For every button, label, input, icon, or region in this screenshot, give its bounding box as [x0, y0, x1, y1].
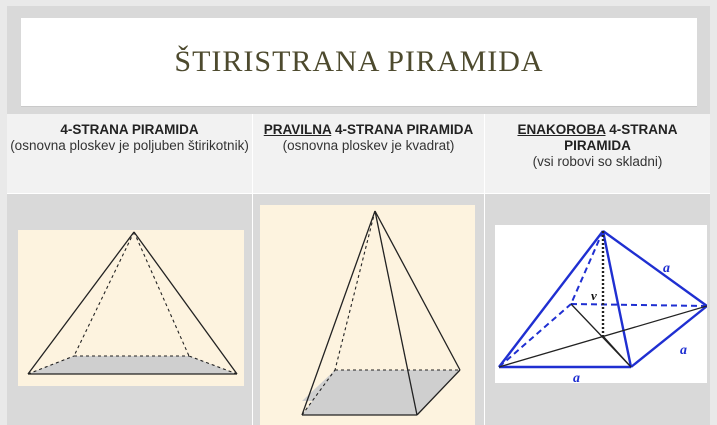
height-label: v [591, 288, 597, 303]
column-header-general: 4-STRANA PIRAMIDA (osnovna ploskev je po… [7, 114, 252, 194]
column-regular-pyramid: PRAVILNA 4-STRANA PIRAMIDA (osnovna plos… [253, 114, 485, 425]
comparison-table: 4-STRANA PIRAMIDA (osnovna ploskev je po… [7, 114, 710, 425]
general-pyramid-figure [18, 230, 244, 386]
column-general-pyramid: 4-STRANA PIRAMIDA (osnovna ploskev je po… [7, 114, 253, 425]
header-keyword: ENAKOROBA [517, 122, 606, 137]
edge-label-right: a [680, 343, 687, 358]
edge-label-bottom: a [573, 371, 580, 383]
title-box: ŠTIRISTRANA PIRAMIDA [21, 18, 697, 107]
column-equilateral-pyramid: ENAKOROBA 4-STRANA PIRAMIDA (vsi robovi … [485, 114, 710, 425]
column-header-regular: PRAVILNA 4-STRANA PIRAMIDA (osnovna plos… [253, 114, 484, 194]
header-subtitle: (osnovna ploskev je kvadrat) [282, 138, 455, 153]
header-rest: 4-STRANA PIRAMIDA [564, 122, 678, 153]
header-subtitle: (osnovna ploskev je poljuben štirikotnik… [10, 138, 249, 153]
regular-pyramid-figure [260, 205, 475, 425]
slide-title: ŠTIRISTRANA PIRAMIDA [174, 45, 544, 78]
column-header-equilateral: ENAKOROBA 4-STRANA PIRAMIDA (vsi robovi … [485, 114, 710, 194]
header-title: ENAKOROBA 4-STRANA PIRAMIDA [485, 122, 710, 154]
header-rest: 4-STRANA PIRAMIDA [331, 122, 474, 137]
edge-label-top: a [663, 261, 670, 276]
header-title: 4-STRANA PIRAMIDA [60, 122, 199, 137]
header-title: PRAVILNA 4-STRANA PIRAMIDA [253, 122, 484, 138]
equilateral-pyramid-figure: v a a a [495, 225, 707, 383]
header-subtitle: (vsi robovi so skladni) [532, 154, 663, 169]
header-keyword: PRAVILNA [263, 122, 332, 137]
